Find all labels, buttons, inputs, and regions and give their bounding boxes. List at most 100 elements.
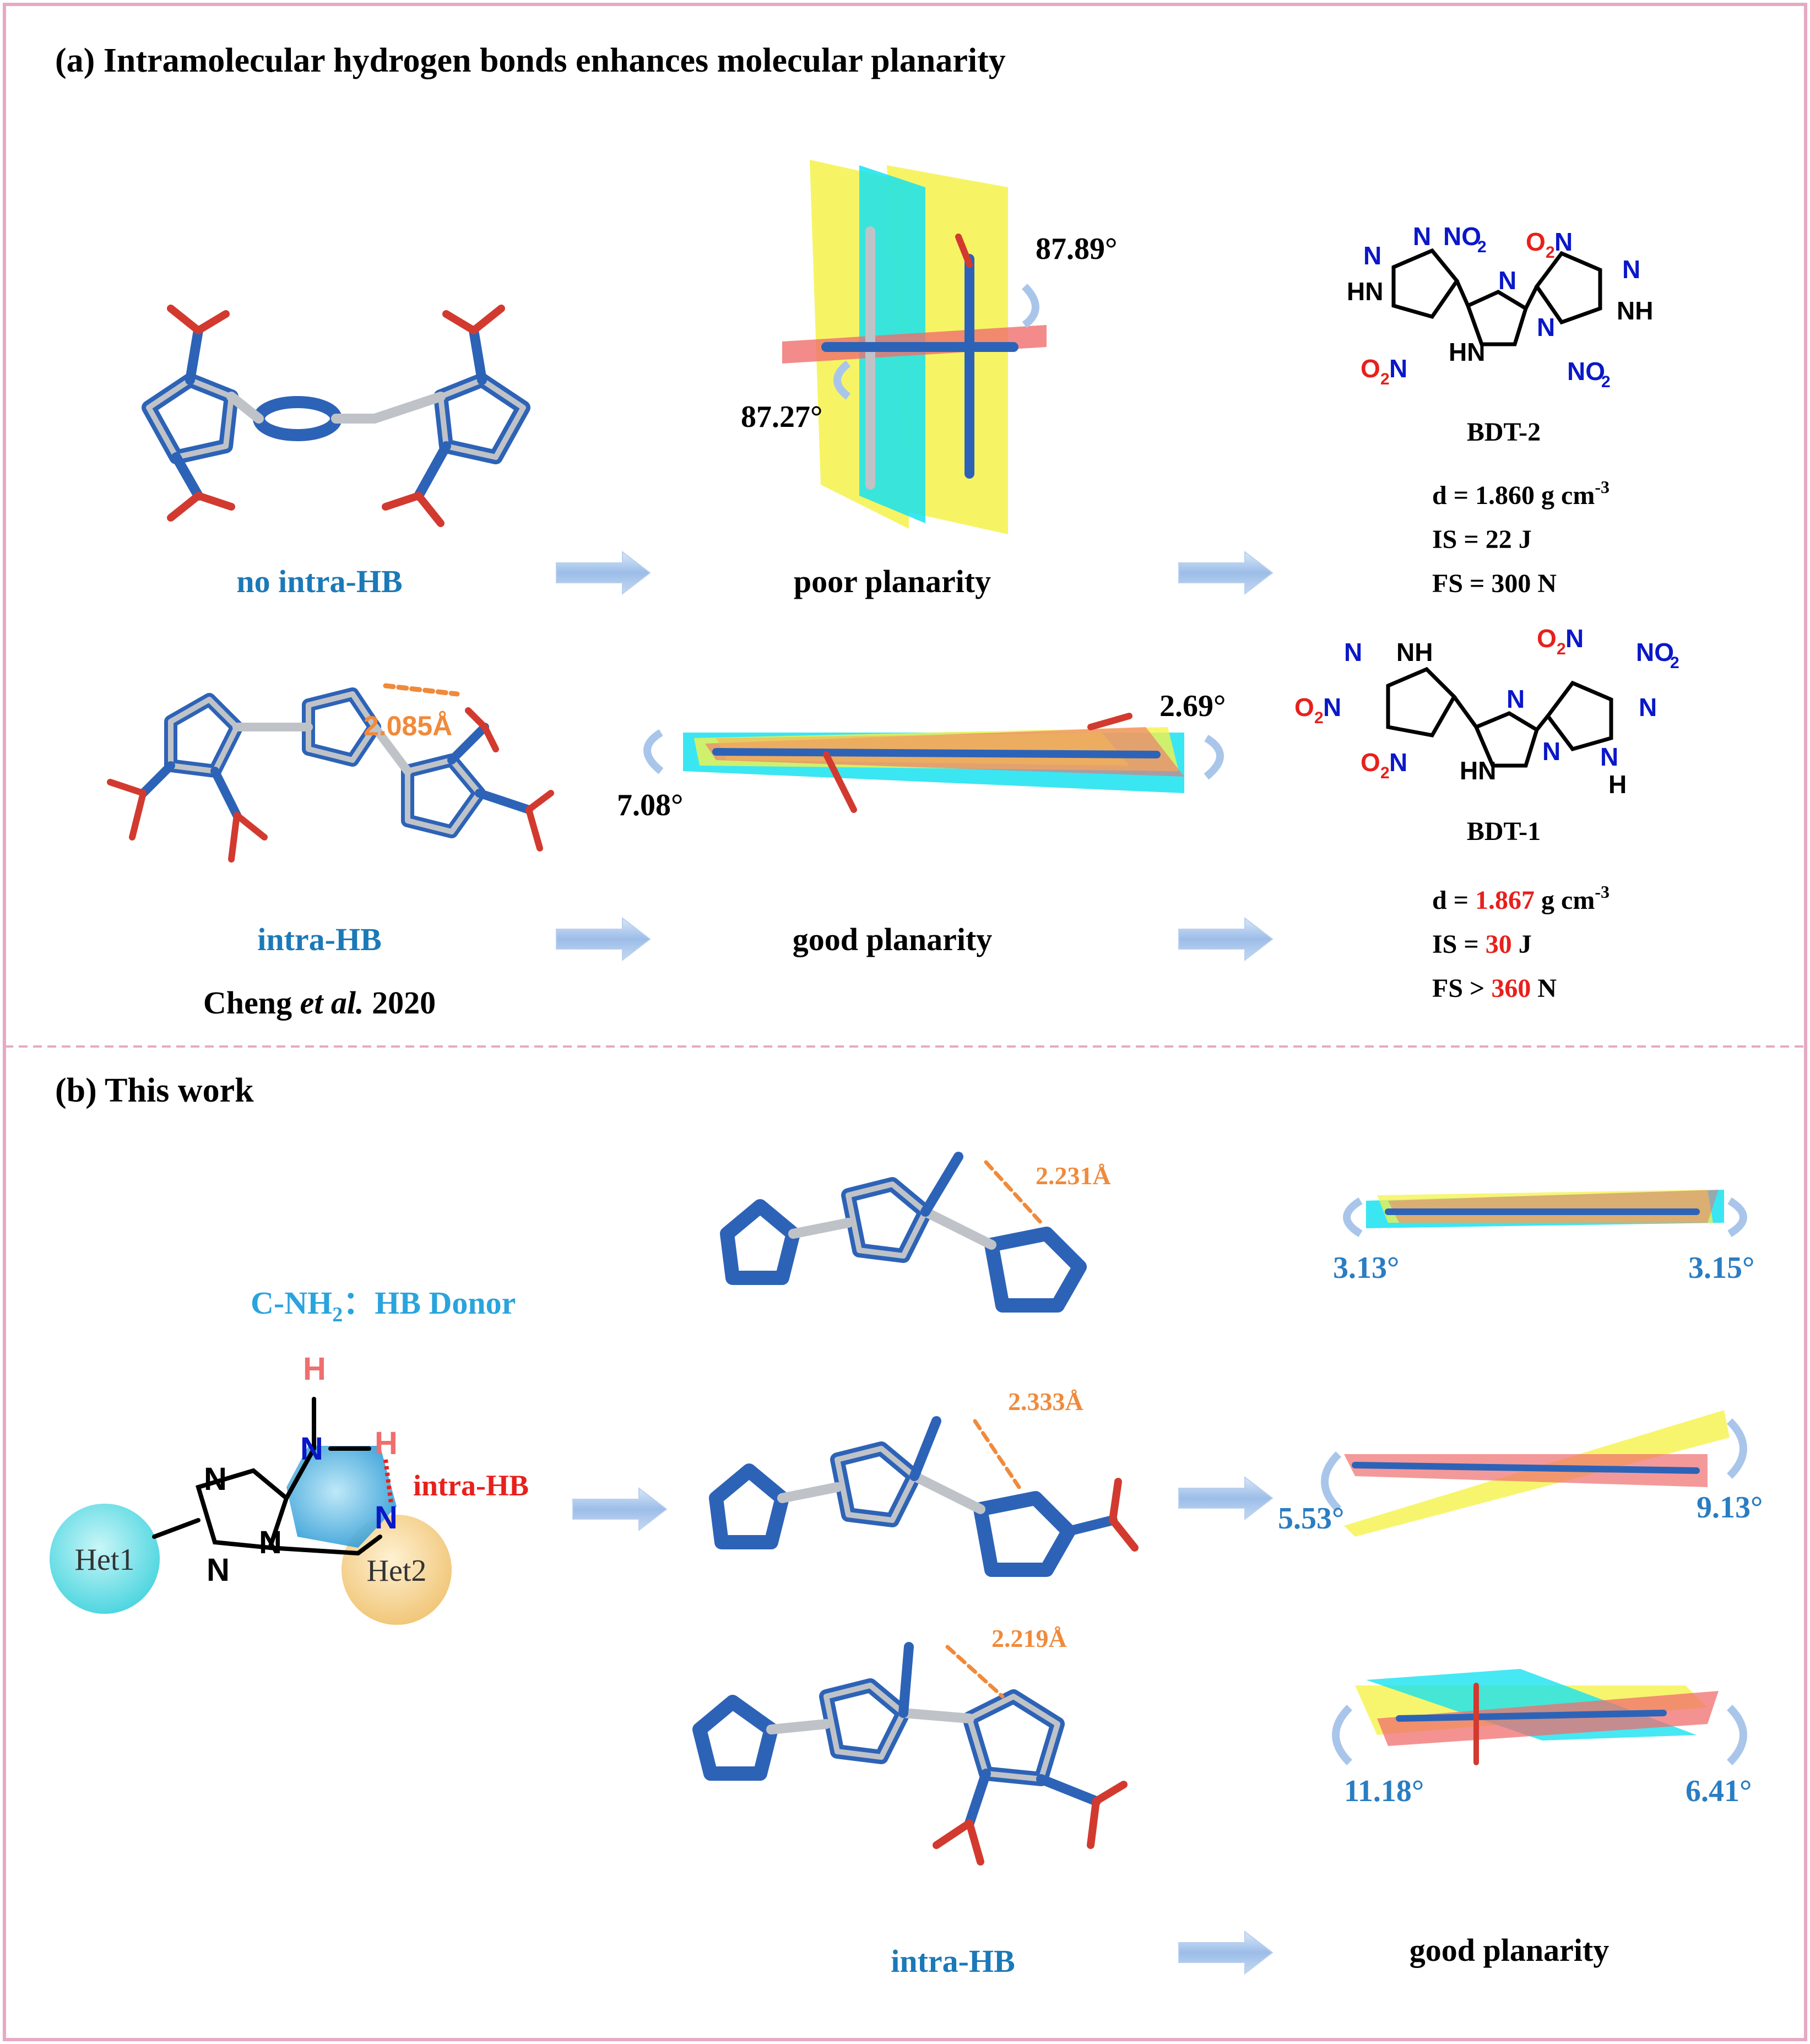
molecule-b3: [692, 1642, 1128, 1866]
arrow-right-icon: [1178, 551, 1273, 594]
molecule-b2: [709, 1416, 1139, 1577]
planes-poor-planarity: [782, 160, 1047, 534]
svg-text:NO: NO: [1443, 222, 1481, 251]
svg-text:H: H: [1608, 770, 1627, 799]
intra-hb-red-label: intra-HB: [413, 1469, 529, 1502]
svg-text:2: 2: [1546, 243, 1555, 262]
svg-text:d = 1.860 g cm-3: d = 1.860 g cm-3: [1432, 477, 1610, 510]
dist-2-219: 2.219Å: [991, 1624, 1067, 1652]
svg-text:2: 2: [1380, 764, 1390, 782]
label-good-planarity-a: good planarity: [793, 921, 993, 957]
svg-text:2: 2: [1557, 640, 1566, 658]
hb-ring: [286, 1446, 397, 1548]
svg-text:NH: NH: [1617, 296, 1653, 325]
svg-text:N: N: [1344, 638, 1362, 666]
angle-87-89: 87.89°: [1036, 232, 1117, 266]
label-poor-planarity: poor planarity: [794, 563, 991, 599]
panel-b-title: (b) This work: [55, 1072, 254, 1109]
angle-3-13: 3.13°: [1333, 1251, 1399, 1285]
arrow-right-icon: [1178, 918, 1273, 961]
label-good-planarity-b: good planarity: [1410, 1932, 1610, 1968]
svg-text:FS > 360 N: FS > 360 N: [1432, 974, 1557, 1003]
svg-text:IS = 30 J: IS = 30 J: [1432, 930, 1532, 959]
label-no-intra-hb: no intra-HB: [236, 563, 402, 599]
svg-text:N: N: [1600, 742, 1618, 771]
svg-text:N: N: [375, 1500, 398, 1536]
het1-label: Het1: [75, 1543, 135, 1577]
angle-7-08: 7.08°: [617, 788, 683, 822]
planes-b1: [1343, 1190, 1747, 1238]
svg-text:N: N: [1565, 624, 1584, 653]
svg-text:2: 2: [1670, 654, 1679, 672]
structure-bdt-2: HN N N NO 2 O 2 N N N HN O 2 N N NH NO 2: [1347, 222, 1653, 391]
svg-text:N: N: [207, 1552, 230, 1588]
svg-text:N: N: [1554, 227, 1573, 256]
het2-circle: [342, 1515, 452, 1625]
svg-text:N: N: [1413, 222, 1431, 251]
structure-bdt-1: N NH O 2 N O 2 N N N HN O 2 N NO 2 N N H: [1294, 624, 1679, 799]
planes-b2: [1321, 1410, 1747, 1537]
svg-text:NO: NO: [1636, 638, 1674, 666]
svg-text:d = 1.867 g cm-3: d = 1.867 g cm-3: [1432, 882, 1610, 915]
arrow-right-icon: [572, 1488, 667, 1531]
angle-11-18: 11.18°: [1344, 1774, 1424, 1808]
label-intra-hb-b: intra-HB: [891, 1943, 1015, 1979]
svg-text:FS = 300 N: FS = 300 N: [1432, 569, 1557, 598]
arrow-right-icon: [556, 918, 651, 961]
svg-text:O: O: [1361, 748, 1380, 777]
planes-good-planarity-a: [643, 713, 1224, 813]
planes-b3: [1332, 1669, 1747, 1765]
hb-scheme: [50, 1397, 452, 1625]
svg-text:N: N: [1389, 354, 1407, 383]
bdt-1-properties: d = 1.867 g cm-3 IS = 30 J FS > 360 N: [1432, 882, 1610, 1003]
svg-text:NO: NO: [1567, 357, 1605, 386]
dist-2-231: 2.231Å: [1036, 1162, 1111, 1190]
svg-text:N: N: [1363, 241, 1381, 270]
molecule-no-intra-hb: [142, 305, 530, 527]
angle-9-13: 9.13°: [1697, 1490, 1763, 1525]
svg-text:N: N: [1542, 737, 1560, 766]
svg-text:N: N: [1389, 748, 1407, 777]
molecule-b1: [720, 1152, 1087, 1313]
svg-text:H: H: [375, 1425, 398, 1461]
svg-text:N: N: [1506, 685, 1525, 713]
label-intra-hb-a: intra-HB: [257, 921, 382, 957]
arrow-right-icon: [1178, 1477, 1273, 1520]
angle-5-53: 5.53°: [1278, 1501, 1344, 1536]
svg-text:2: 2: [1380, 370, 1390, 388]
svg-text:N: N: [259, 1525, 282, 1560]
svg-text:2: 2: [1601, 373, 1611, 391]
svg-text:NH: NH: [1396, 638, 1433, 666]
svg-text:O: O: [1526, 227, 1546, 256]
het2-label: Het2: [367, 1554, 427, 1588]
arrow-right-icon: [556, 551, 651, 594]
bdt-2-name: BDT-2: [1467, 418, 1541, 447]
svg-text:N: N: [1498, 266, 1516, 295]
angle-6-41: 6.41°: [1686, 1774, 1752, 1808]
panel-a-title: (a) Intramolecular hydrogen bonds enhanc…: [55, 42, 1006, 79]
arrow-right-icon: [1178, 1931, 1273, 1974]
het1-circle: [50, 1504, 160, 1614]
svg-text:N: N: [204, 1461, 227, 1497]
svg-text:HN: HN: [1347, 277, 1383, 306]
hb-distance-2-085: 2.085Å: [364, 711, 452, 741]
angle-2-69: 2.69°: [1159, 689, 1226, 723]
bdt-2-properties: d = 1.860 g cm-3 IS = 22 J FS = 300 N: [1432, 477, 1610, 598]
svg-text:N: N: [1323, 693, 1341, 722]
svg-text:2: 2: [1477, 238, 1487, 256]
svg-text:O: O: [1294, 693, 1314, 722]
hb-donor-label: C-NH2：HB Donor: [251, 1285, 516, 1326]
bdt-1-name: BDT-1: [1467, 817, 1541, 846]
svg-text:O: O: [1537, 624, 1557, 653]
svg-text:HN: HN: [1449, 338, 1485, 366]
outer-frame: [3, 3, 1807, 2041]
svg-text:O: O: [1361, 354, 1380, 383]
molecule-intra-hb: [107, 683, 554, 863]
scheme-atoms: H N H N N N N: [204, 1351, 398, 1588]
svg-text:N: N: [1639, 693, 1657, 722]
svg-text:2: 2: [1314, 709, 1324, 727]
angle-3-15: 3.15°: [1688, 1251, 1754, 1285]
citation-cheng-2020: Cheng et al. 2020: [203, 985, 436, 1021]
svg-text:IS = 22 J: IS = 22 J: [1432, 525, 1532, 554]
